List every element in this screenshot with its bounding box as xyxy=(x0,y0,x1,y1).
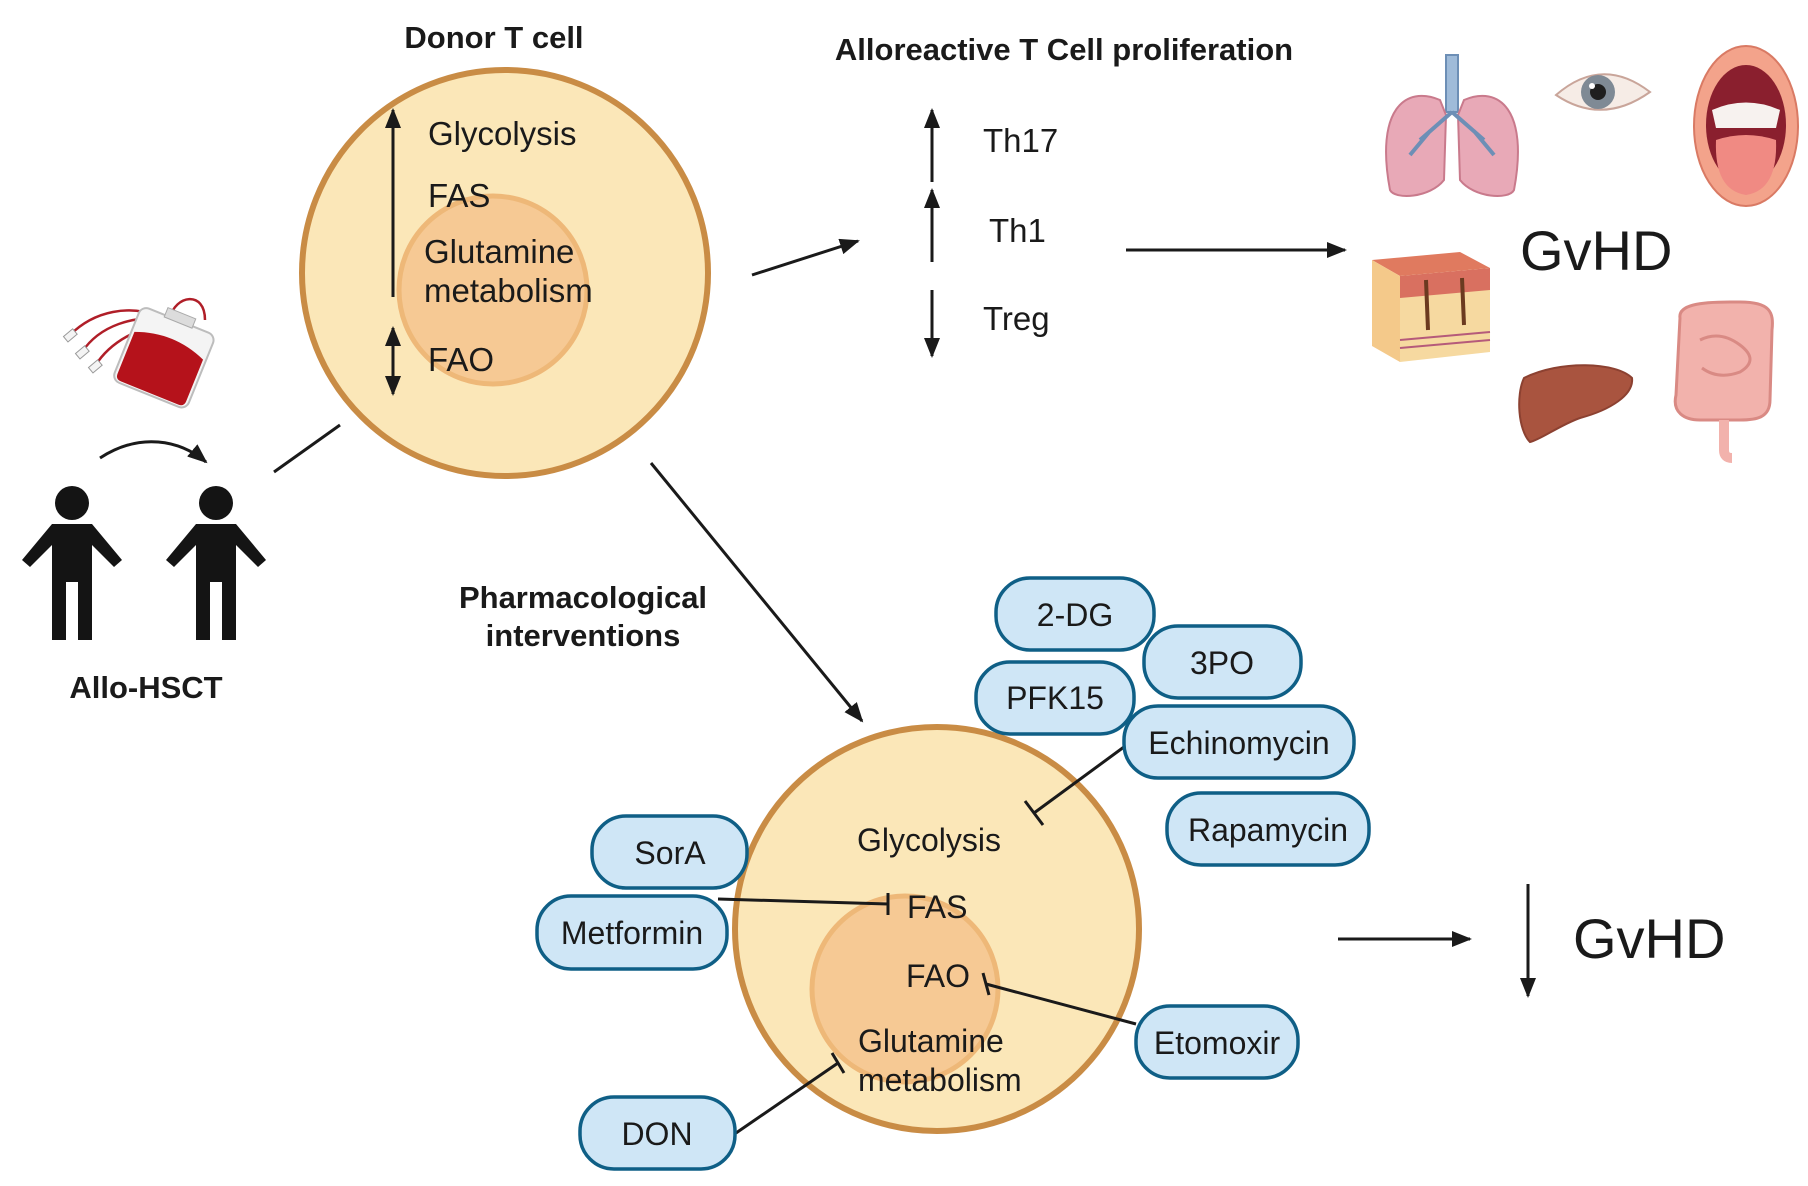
donor-metabolism-label: metabolism xyxy=(424,272,593,309)
eye-icon xyxy=(1554,73,1652,111)
treated-glutamine-label: Glutamine xyxy=(858,1023,1004,1059)
drug-echinomycin: Echinomycin xyxy=(1122,704,1356,780)
allo-hsct-label: Allo-HSCT xyxy=(69,670,222,705)
donor-fas-label: FAS xyxy=(428,177,490,214)
donor-fao-label: FAO xyxy=(428,341,494,378)
treated-t-cell: Glycolysis FAS FAO Glutamine metabolism xyxy=(732,724,1142,1134)
drug-3po: 3PO xyxy=(1142,624,1303,700)
svg-text:Etomoxir: Etomoxir xyxy=(1154,1025,1281,1061)
treated-fas-label: FAS xyxy=(907,889,967,925)
hsct-to-cell-connector xyxy=(273,423,341,474)
th17-label: Th17 xyxy=(983,122,1058,159)
svg-text:PFK15: PFK15 xyxy=(1006,680,1104,716)
treated-cell-nucleus xyxy=(809,893,1001,1085)
svg-text:DON: DON xyxy=(621,1116,692,1152)
drug-rapamycin: Rapamycin xyxy=(1165,791,1371,867)
svg-text:Rapamycin: Rapamycin xyxy=(1188,812,1348,848)
drug-don: DON xyxy=(578,1095,737,1171)
th1-label: Th1 xyxy=(989,212,1046,249)
svg-text:Metformin: Metformin xyxy=(561,915,703,951)
donor-cell-nucleus xyxy=(396,193,590,387)
donor-glutamine-label: Glutamine xyxy=(424,233,574,270)
drug-metformin: Metformin xyxy=(535,894,729,971)
svg-text:3PO: 3PO xyxy=(1190,645,1254,681)
proliferation-title: Alloreactive T Cell proliferation xyxy=(835,32,1293,67)
drug-etomoxir: Etomoxir xyxy=(1134,1004,1300,1080)
blood-bag-icon xyxy=(62,297,215,409)
drug-pfk15: PFK15 xyxy=(974,660,1136,736)
gvhd-top-label: GvHD xyxy=(1520,219,1672,282)
treg-label: Treg xyxy=(983,300,1050,337)
pharmacological-title-line1: Pharmacological xyxy=(459,580,707,615)
svg-text:Echinomycin: Echinomycin xyxy=(1148,725,1329,761)
drug-sora: SorA xyxy=(590,814,749,890)
donor-glycolysis-label: Glycolysis xyxy=(428,115,577,152)
person-icon xyxy=(166,486,266,640)
treated-metabolism-label: metabolism xyxy=(858,1062,1022,1098)
pharmacological-title-line2: interventions xyxy=(486,618,681,653)
svg-text:SorA: SorA xyxy=(634,835,706,871)
intestine-icon xyxy=(1673,300,1774,463)
cell-to-subsets-arrow xyxy=(751,238,860,277)
liver-icon xyxy=(1518,364,1634,444)
person-icon xyxy=(22,486,122,640)
inhibition-lines xyxy=(717,742,1137,1135)
donor-t-cell: Glycolysis FAS Glutamine metabolism FAO xyxy=(299,67,711,479)
cell-to-interventions-arrow xyxy=(649,462,864,723)
mouth-icon xyxy=(1693,45,1799,207)
drug-2dg: 2-DG xyxy=(994,576,1156,652)
treated-glycolysis-label: Glycolysis xyxy=(857,822,1001,858)
svg-text:2-DG: 2-DG xyxy=(1037,597,1113,633)
lungs-icon xyxy=(1385,54,1519,197)
gvhd-bottom-label: GvHD xyxy=(1573,907,1725,970)
skin-icon xyxy=(1372,252,1491,362)
donor-t-cell-title: Donor T cell xyxy=(404,20,583,55)
treated-fao-label: FAO xyxy=(906,958,970,994)
transfer-arrow xyxy=(99,440,208,464)
